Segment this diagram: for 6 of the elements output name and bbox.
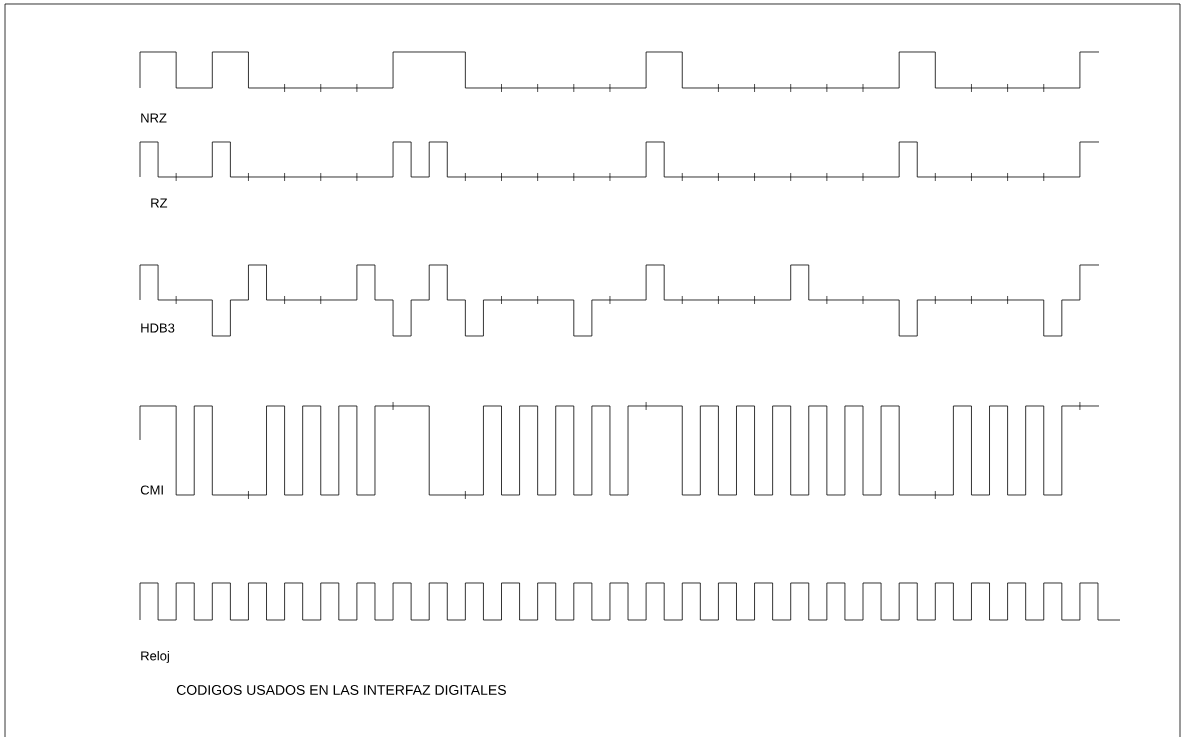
caption: CODIGOS USADOS EN LAS INTERFAZ DIGITALES (176, 685, 506, 695)
signal-label: CMI (140, 485, 163, 495)
signal-label: Reloj (141, 650, 169, 664)
signal-label: HDB3 (141, 323, 175, 333)
signal-label: NRZ (141, 113, 167, 123)
signal-label: RZ (151, 198, 168, 208)
